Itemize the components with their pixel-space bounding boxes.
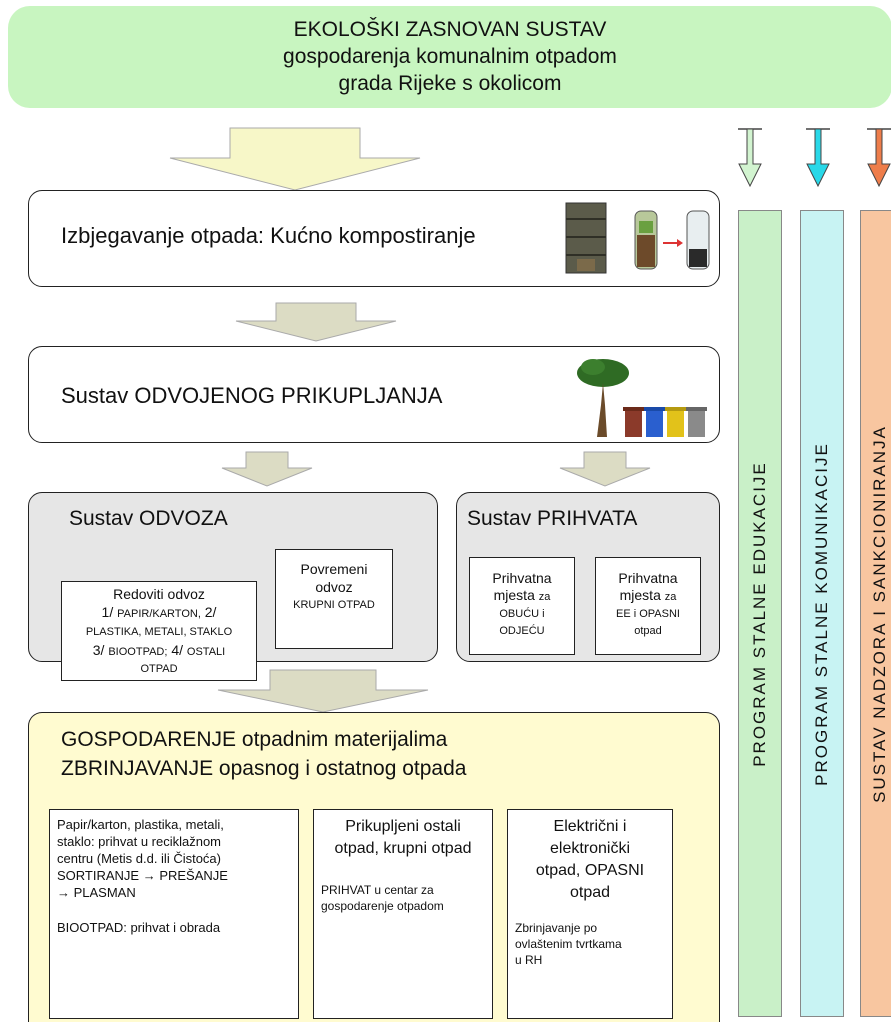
program-education-bar: PROGRAM STALNE EDUKACIJE <box>738 210 782 1017</box>
prihvat-a-line-3: OBUĆU i <box>499 608 545 620</box>
avoidance-box: Izbjegavanje otpada: Kućno kompostiranje <box>28 190 720 287</box>
regular-collection-heading: Redoviti odvoz <box>113 586 205 602</box>
col2-heading-1: Prikupljeni ostali <box>345 818 461 835</box>
regular-line-2: PLASTIKA, METALI, STAKLO <box>85 626 233 638</box>
col3-text-2: ovlaštenim tvrtkama <box>515 937 622 951</box>
regular-collection-box: Redoviti odvoz 1/ PAPIR/KARTON, 2/ PLAST… <box>61 581 257 681</box>
prihvat-ee-hazardous-box: Prihvatna mjesta za EE i OPASNI otpad <box>595 557 701 655</box>
prihvat-box: Sustav PRIHVATA Prihvatna mjesta za OBUĆ… <box>456 492 720 662</box>
occasional-line-2: odvoz <box>315 579 353 595</box>
occasional-line-1: Povremeni <box>300 561 368 577</box>
other-waste-box: Prikupljeni ostali otpad, krupni otpad P… <box>313 809 493 1019</box>
col1-line-6: BIOOTPAD: prihvat i obrada <box>57 920 221 935</box>
col2-heading-2: otpad, krupni otpad <box>334 840 472 857</box>
prihvat-b-line-4: otpad <box>634 625 662 637</box>
electronic-waste-box: Električni i elektronički otpad, OPASNI … <box>507 809 673 1019</box>
col2-text-2: gospodarenje otpadom <box>321 899 444 913</box>
compost-bin-icon <box>565 202 607 274</box>
arrow-supervision-icon <box>867 128 891 188</box>
program-education-label: PROGRAM STALNE EDUKACIJE <box>750 460 769 767</box>
arrow-to-prihvat-icon <box>559 451 651 487</box>
program-supervision-label: SUSTAV NADZORA I SANKCIONIRANJA <box>870 424 889 803</box>
title-line-2: gospodarenja komunalnim otpadom <box>283 45 617 68</box>
prihvat-b-line-3: EE i OPASNI <box>616 608 680 620</box>
prihvat-shoes-clothes-box: Prihvatna mjesta za OBUĆU i ODJEĆU <box>469 557 575 655</box>
separate-collection-box: Sustav ODVOJENOG PRIKUPLJANJA <box>28 346 720 443</box>
odvoz-title: Sustav ODVOZA <box>69 507 228 530</box>
arrow-communication-icon <box>806 128 830 188</box>
col1-line-2: staklo: prihvat u reciklažnom <box>57 834 222 849</box>
tree-icon <box>577 359 629 437</box>
col3-heading-2: elektronički <box>549 840 631 857</box>
title-line-1: EKOLOŠKI ZASNOVAN SUSTAV <box>293 18 607 41</box>
col1-line-1: Papir/karton, plastika, metali, <box>57 817 224 832</box>
title-box: EKOLOŠKI ZASNOVAN SUSTAV gospodarenja ko… <box>8 6 891 108</box>
prihvat-title: Sustav PRIHVATA <box>467 507 638 530</box>
regular-line-4: OTPAD <box>140 663 178 675</box>
program-communication-bar: PROGRAM STALNE KOMUNIKACIJE <box>800 210 844 1017</box>
odvoz-box: Sustav ODVOZA Redoviti odvoz 1/ PAPIR/KA… <box>28 492 438 681</box>
col1-line-5: → PLASMAN <box>57 885 136 900</box>
col3-heading-4: otpad <box>569 884 611 901</box>
prihvat-b-line-2: mjesta za <box>619 587 677 603</box>
prihvat-a-line-1: Prihvatna <box>492 570 552 586</box>
regular-line-3: 3/ BIOOTPAD; 4/ OSTALI <box>92 642 226 658</box>
separate-collection-label: Sustav ODVOJENOG PRIKUPLJANJA <box>61 383 443 408</box>
arrow-education-icon <box>738 128 762 188</box>
col2-text-1: PRIHVAT u centar za <box>321 883 434 897</box>
prihvat-b-line-1: Prihvatna <box>618 570 678 586</box>
col3-heading-3: otpad, OPASNI <box>535 862 645 879</box>
col1-line-4: SORTIRANJE → PREŠANJE <box>57 868 228 883</box>
occasional-line-3: KRUPNI OTPAD <box>293 599 375 611</box>
col3-text-1: Zbrinjavanje po <box>515 921 598 935</box>
col1-line-3: centru (Metis d.d. ili Čistoća) <box>57 851 221 866</box>
recycling-bins-icon <box>623 407 707 437</box>
arrow-down-icon <box>235 302 397 342</box>
prihvat-a-line-4: ODJEĆU <box>499 625 545 637</box>
management-box: GOSPODARENJE otpadnim materijalima ZBRIN… <box>28 712 720 1022</box>
recycling-center-box: Papir/karton, plastika, metali, staklo: … <box>49 809 299 1019</box>
avoidance-label: Izbjegavanje otpada: Kućno kompostiranje <box>61 223 476 248</box>
title-line-3: grada Rijeke s okolicom <box>338 72 562 95</box>
col3-text-3: u RH <box>515 953 543 967</box>
bottle-compost-icon <box>634 210 710 270</box>
program-communication-label: PROGRAM STALNE KOMUNIKACIJE <box>812 441 831 786</box>
occasional-collection-box: Povremeni odvoz KRUPNI OTPAD <box>275 549 393 649</box>
arrow-to-management-icon <box>217 669 429 713</box>
regular-line-1: 1/ PAPIR/KARTON, 2/ <box>101 604 217 620</box>
management-heading: GOSPODARENJE otpadnim materijalima ZBRIN… <box>61 728 467 780</box>
prihvat-a-line-2: mjesta za <box>493 587 551 603</box>
arrow-to-odvoz-icon <box>221 451 313 487</box>
program-supervision-bar: SUSTAV NADZORA I SANKCIONIRANJA <box>860 210 891 1017</box>
arrow-down-large-icon <box>169 127 421 191</box>
col3-heading-1: Električni i <box>553 818 627 835</box>
